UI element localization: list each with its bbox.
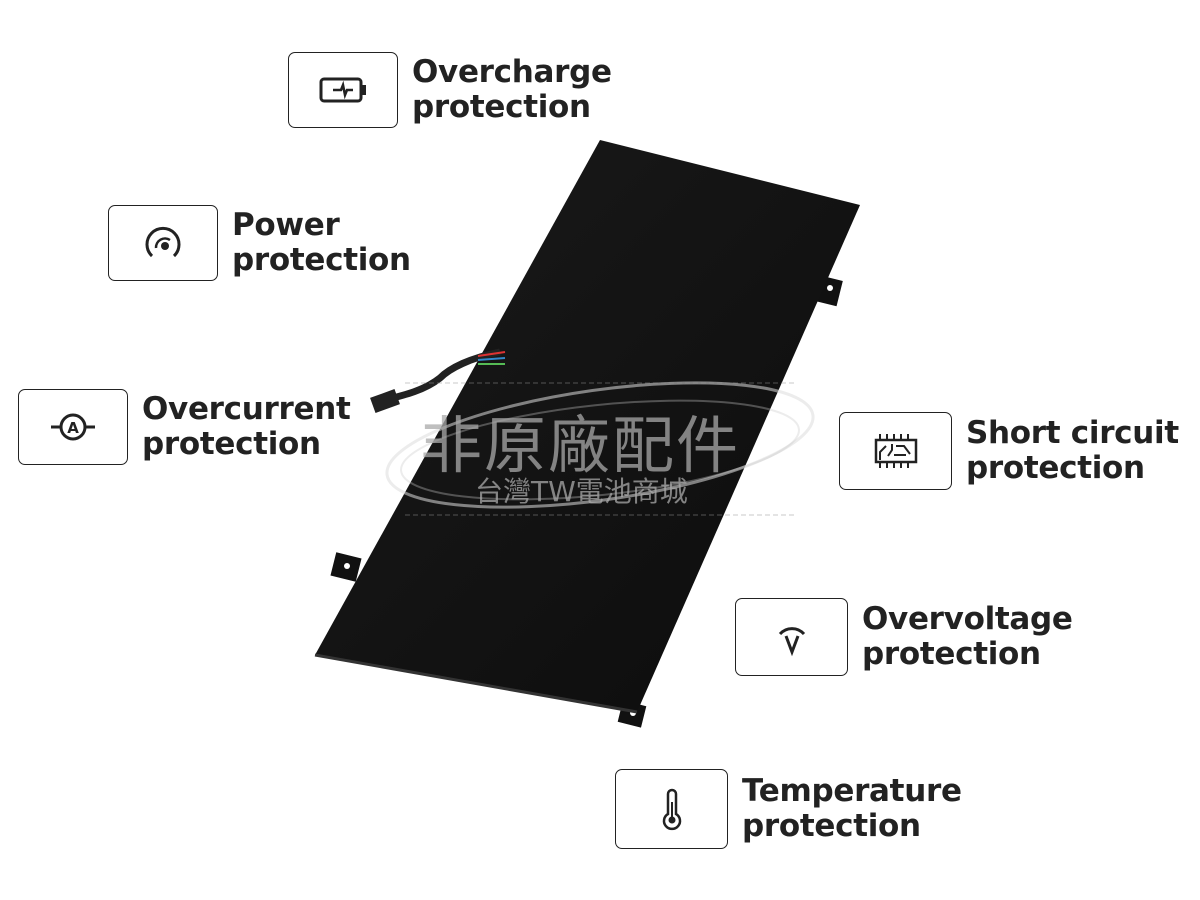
feature-title: Temperature	[742, 773, 962, 809]
thermometer-icon	[615, 769, 728, 849]
gauge-icon	[108, 205, 218, 281]
feature-title: Power	[232, 207, 340, 243]
feature-subtitle: protection	[966, 450, 1145, 486]
battery-charge-icon	[288, 52, 398, 128]
feature-title: Overcharge	[412, 54, 612, 90]
watermark-title: 非原廠配件	[420, 409, 741, 482]
feature-title: Short circuit	[966, 415, 1179, 451]
ammeter-icon: A	[18, 389, 128, 465]
feature-subtitle: protection	[742, 808, 921, 844]
feature-subtitle: protection	[412, 89, 591, 125]
svg-text:A: A	[67, 419, 79, 437]
feature-subtitle: protection	[232, 242, 411, 278]
feature-title: Overvoltage	[862, 601, 1073, 637]
feature-title: Overcurrent	[142, 391, 351, 427]
voltmeter-icon	[735, 598, 848, 676]
watermark-subtitle: 台灣TW電池商城	[475, 475, 688, 508]
circuit-chip-icon	[839, 412, 952, 490]
feature-subtitle: protection	[142, 426, 321, 462]
feature-subtitle: protection	[862, 636, 1041, 672]
